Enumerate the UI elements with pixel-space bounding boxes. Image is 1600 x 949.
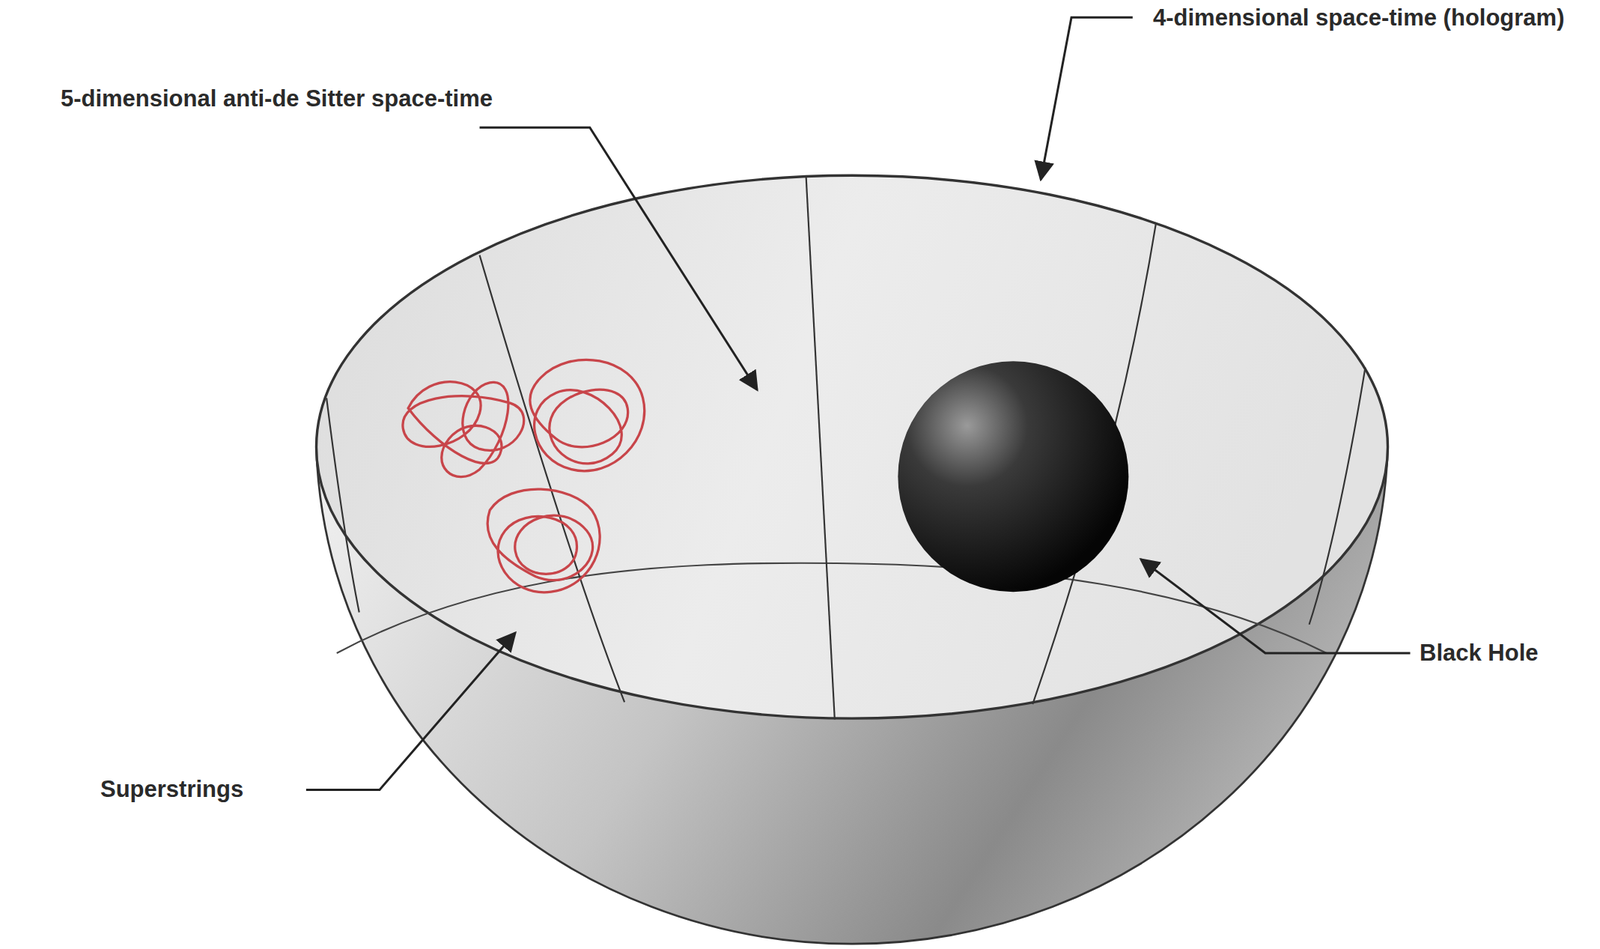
hologram-label: 4-dimensional space-time (hologram)	[1153, 2, 1592, 33]
bowl-floor	[336, 563, 1327, 653]
superstring-loops	[402, 359, 645, 592]
ads-label: 5-dimensional anti-de Sitter space-time	[13, 83, 493, 114]
black-hole-sphere	[897, 360, 1129, 592]
bowl-rim	[315, 175, 1388, 719]
leader-lines	[306, 17, 1411, 790]
meridian-lines	[326, 177, 1365, 719]
superstrings-label: Superstrings	[100, 774, 244, 805]
black-hole-label: Black Hole	[1419, 637, 1539, 668]
